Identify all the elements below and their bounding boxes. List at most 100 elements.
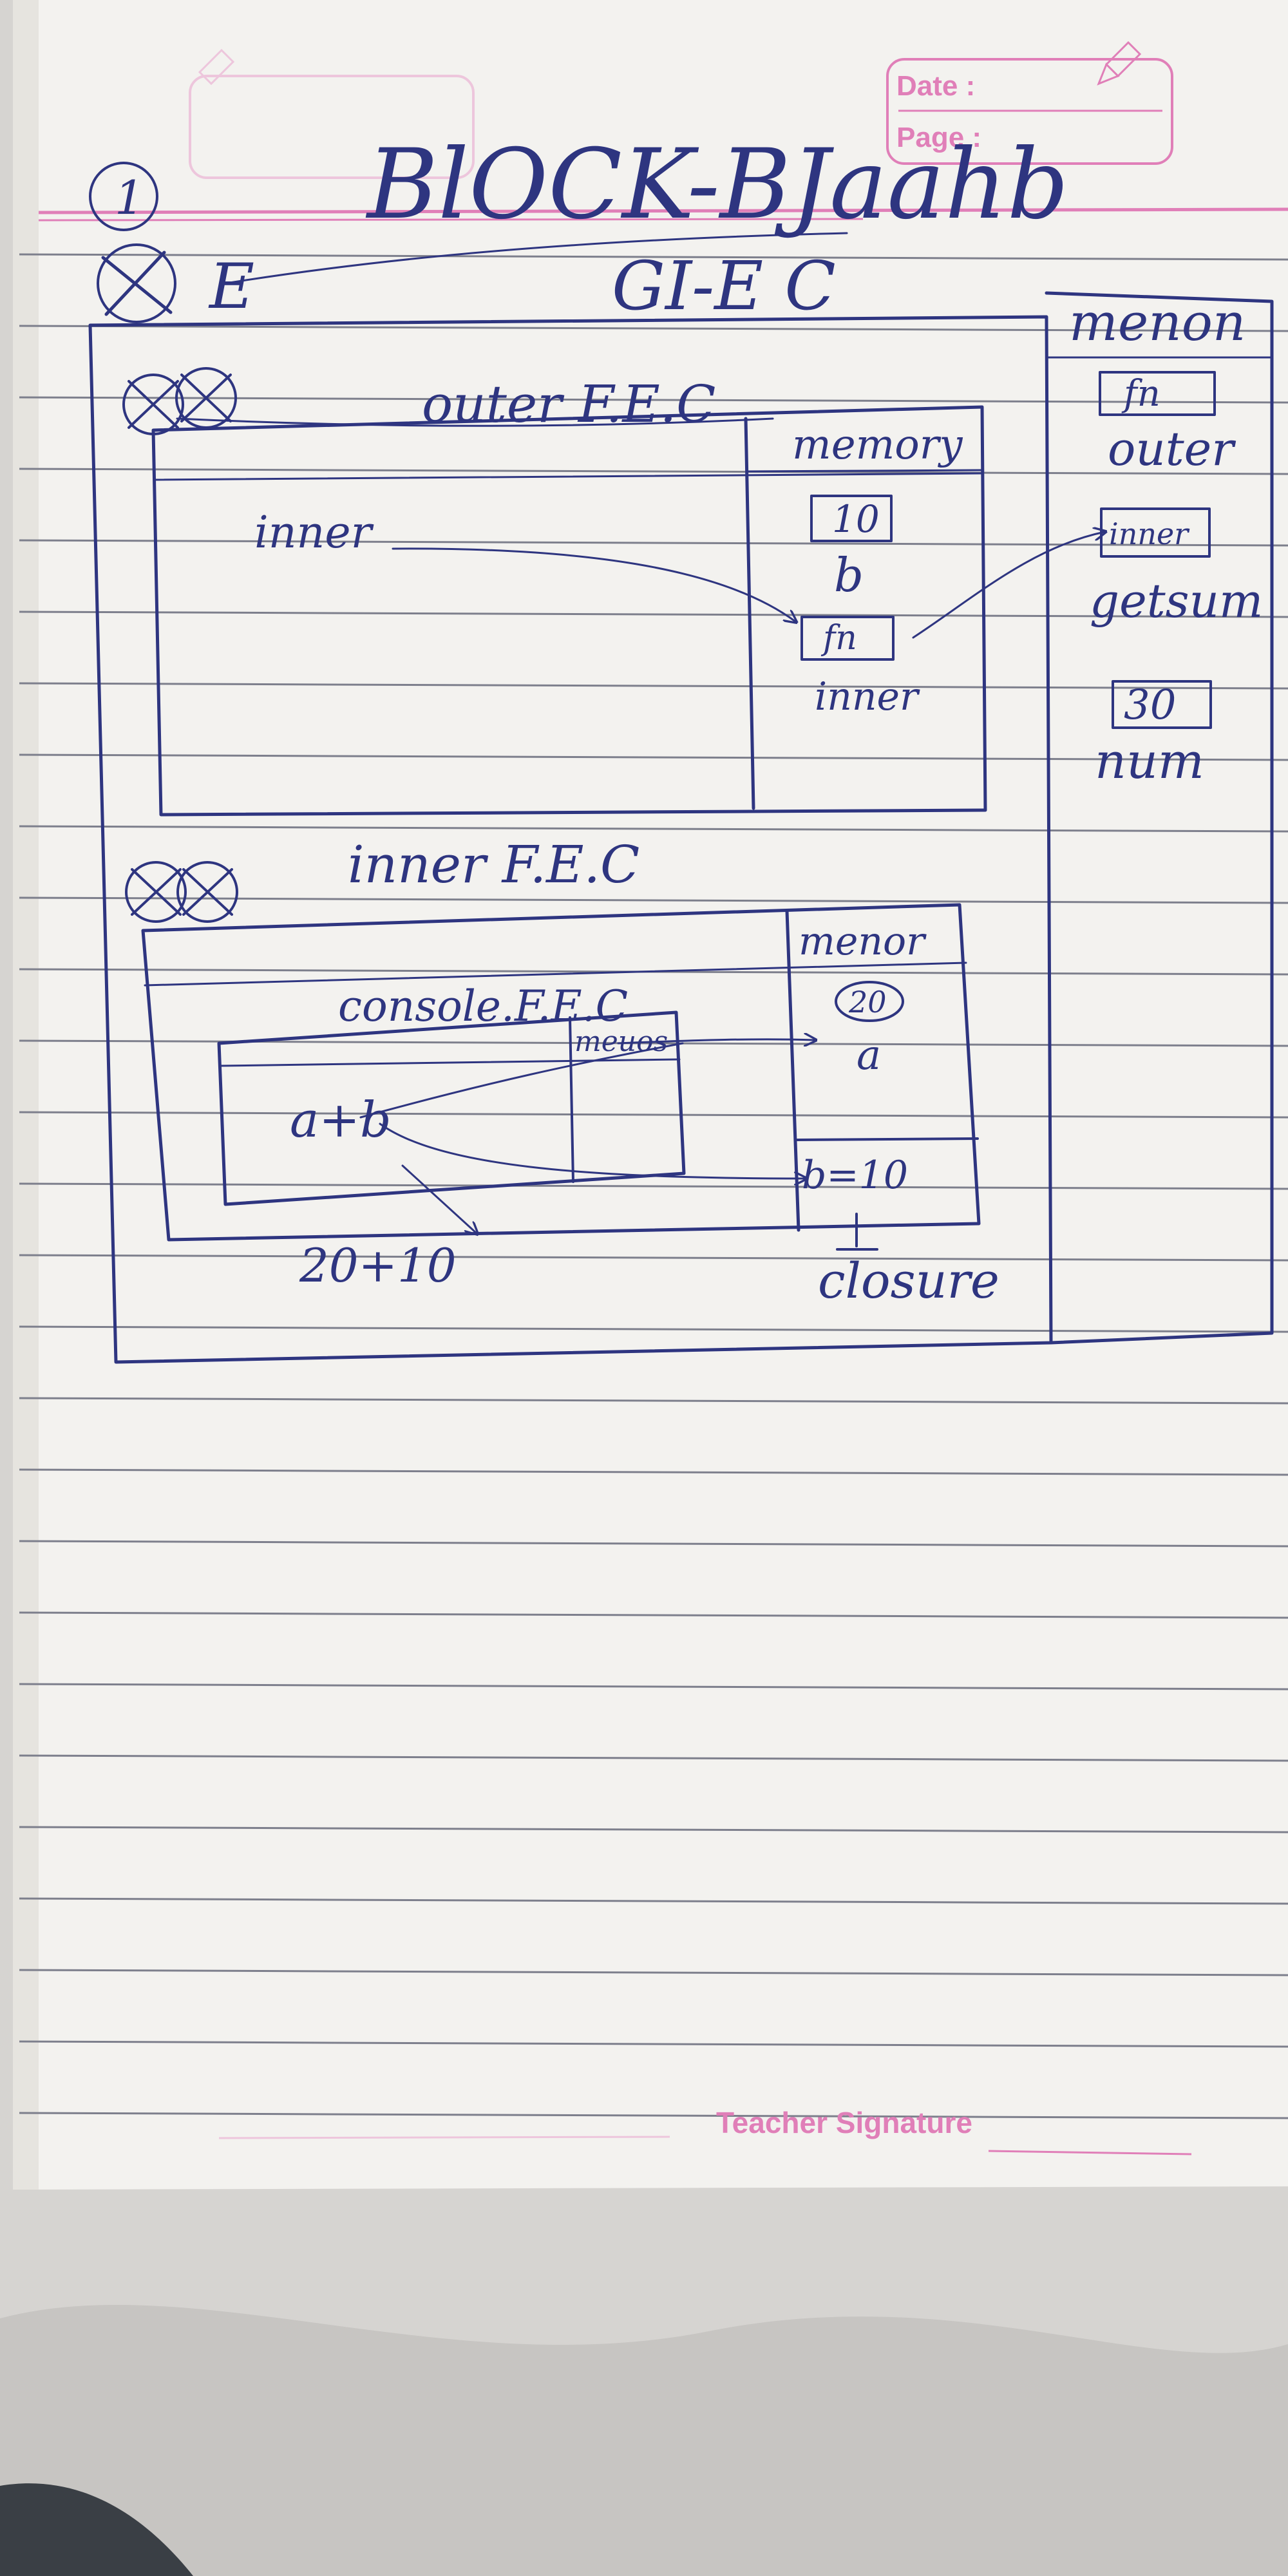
ruled-line xyxy=(19,2040,1288,2048)
ruled-line xyxy=(19,611,1288,618)
title-block: 1 BlOCK-BJaahb xyxy=(89,129,1069,241)
date-label: Date : xyxy=(896,70,975,102)
ruled-line xyxy=(19,325,1288,332)
ruled-line xyxy=(19,753,1288,761)
outer-fec-memory-inner-value: fn xyxy=(820,619,857,658)
header-margin-line xyxy=(38,207,1288,214)
ruled-line xyxy=(19,1754,1288,1762)
outer-fec-memory-b-name: b xyxy=(834,548,864,602)
outer-fec-memory-inner-name: inner xyxy=(815,674,920,719)
page-footer: Teacher Signature xyxy=(218,2106,1192,2155)
global-memory-item-outer-name: outer xyxy=(1108,422,1236,476)
result-arrow xyxy=(401,1164,477,1233)
outer-fec-code-text: inner xyxy=(254,507,374,558)
console-fec: console.F.E.C meuos a+b 20+10 xyxy=(217,981,815,1293)
gec-heading: E GI-E C xyxy=(97,232,848,325)
gec-connector-line xyxy=(224,232,848,285)
ruled-line xyxy=(19,1254,1288,1262)
global-memory-item-num-name: num xyxy=(1095,732,1204,790)
console-fec-header-line xyxy=(219,1058,681,1067)
global-memory: menon fn outer inner getsum 30 num xyxy=(1069,292,1263,790)
ruled-line xyxy=(19,253,1288,261)
bleed-through-pencil-icon xyxy=(198,48,235,86)
console-fec-box xyxy=(217,1010,686,1206)
global-memory-item-outer-value: fn xyxy=(1121,373,1160,415)
ruled-line xyxy=(19,1826,1288,1833)
ruled-line xyxy=(19,1397,1288,1405)
inner-fec-header-line xyxy=(144,961,967,987)
ruled-line xyxy=(19,1325,1288,1333)
console-fec-result: 20+10 xyxy=(299,1238,457,1293)
page-header: Date : Page : xyxy=(38,41,1288,222)
ruled-line xyxy=(19,896,1288,904)
page-label: Page : xyxy=(896,122,981,153)
inner-to-fn-arrow xyxy=(392,547,795,621)
crossed-circle xyxy=(97,243,176,323)
memory-to-a-arrow xyxy=(617,1039,815,1043)
inner-fec-memory-a-name: a xyxy=(857,1032,881,1079)
outer-fec-label-underline xyxy=(176,417,774,427)
date-page-box xyxy=(886,58,1173,165)
outer-fec-header-line xyxy=(153,472,983,481)
bleed-through-signature-line xyxy=(218,2136,670,2139)
outer-fec-memory-header: memory xyxy=(792,421,963,469)
outer-fec-memory-divider xyxy=(744,417,755,810)
fabric-fold xyxy=(0,2304,1288,2576)
global-memory-item-getsum-value: inner xyxy=(1109,516,1190,551)
console-fec-label: console.F.E.C xyxy=(338,981,628,1031)
a-lookup-line xyxy=(359,1042,684,1119)
b-lookup-arrow xyxy=(379,1122,805,1179)
page-number: 1 xyxy=(115,171,144,225)
header-margin-line-second xyxy=(38,218,864,222)
ruled-lines xyxy=(19,253,1288,2119)
teacher-signature-label: Teacher Signature xyxy=(716,2106,972,2139)
dark-object xyxy=(0,2483,193,2576)
pencil-icon xyxy=(1097,41,1142,86)
inner-fec-memory-header: menor xyxy=(799,919,927,964)
ruled-line xyxy=(19,396,1288,404)
fn-to-getsum-arrow xyxy=(912,532,1104,639)
ruled-line xyxy=(19,1969,1288,1976)
outer-fec: outer F.E.C memory inner 10 b fn inner xyxy=(122,367,1104,817)
page-binding-edge xyxy=(13,0,39,2190)
ruled-line xyxy=(19,1182,1288,1190)
ruled-line xyxy=(19,1897,1288,1905)
ruled-line xyxy=(19,2112,1288,2119)
bleed-through-box xyxy=(189,75,475,179)
ruled-line xyxy=(19,1111,1288,1119)
gec-label: GI-E C xyxy=(612,247,836,325)
cross-mark-icon xyxy=(101,251,173,316)
ruled-line xyxy=(19,1611,1288,1619)
console-fec-expression: a+b xyxy=(290,1091,392,1148)
outer-fec-memory-header-line xyxy=(746,469,983,473)
global-memory-item-num-value: 30 xyxy=(1124,681,1176,729)
global-memory-item-outer-box xyxy=(1099,371,1216,416)
ruled-line xyxy=(19,1468,1288,1476)
outer-fec-memory-b-value: 10 xyxy=(832,497,880,541)
global-memory-header: menon xyxy=(1069,292,1245,352)
gec-prefix: E xyxy=(208,251,254,323)
global-memory-box xyxy=(1045,291,1274,1345)
ruled-line xyxy=(19,539,1288,547)
outer-fec-label: outer F.E.C xyxy=(422,374,715,434)
title-text: BlOCK-BJaahb xyxy=(365,129,1069,241)
inner-fec-memory-b-value: b=10 xyxy=(802,1153,908,1198)
inner-fec-cross-icon xyxy=(131,868,233,916)
outer-fec-box xyxy=(151,405,987,817)
ruled-line xyxy=(19,1540,1288,1548)
ruled-line xyxy=(19,682,1288,690)
outer-fec-memory-b-box xyxy=(810,495,893,542)
inner-fec-marker-1 xyxy=(125,861,187,923)
ruled-line xyxy=(19,468,1288,475)
outer-fec-cross-icon xyxy=(128,374,232,429)
inner-fec-memory-a-value: 20 xyxy=(848,985,887,1019)
ruled-line xyxy=(19,825,1288,833)
global-memory-item-num-box xyxy=(1112,680,1212,729)
outer-fec-memory-inner-box xyxy=(800,616,895,661)
closure-label: closure xyxy=(818,1252,999,1309)
console-fec-memory-divider xyxy=(569,1016,574,1183)
page-number-circle xyxy=(89,162,158,231)
closure-pointer-icon xyxy=(836,1213,878,1251)
inner-fec-box xyxy=(141,903,981,1242)
